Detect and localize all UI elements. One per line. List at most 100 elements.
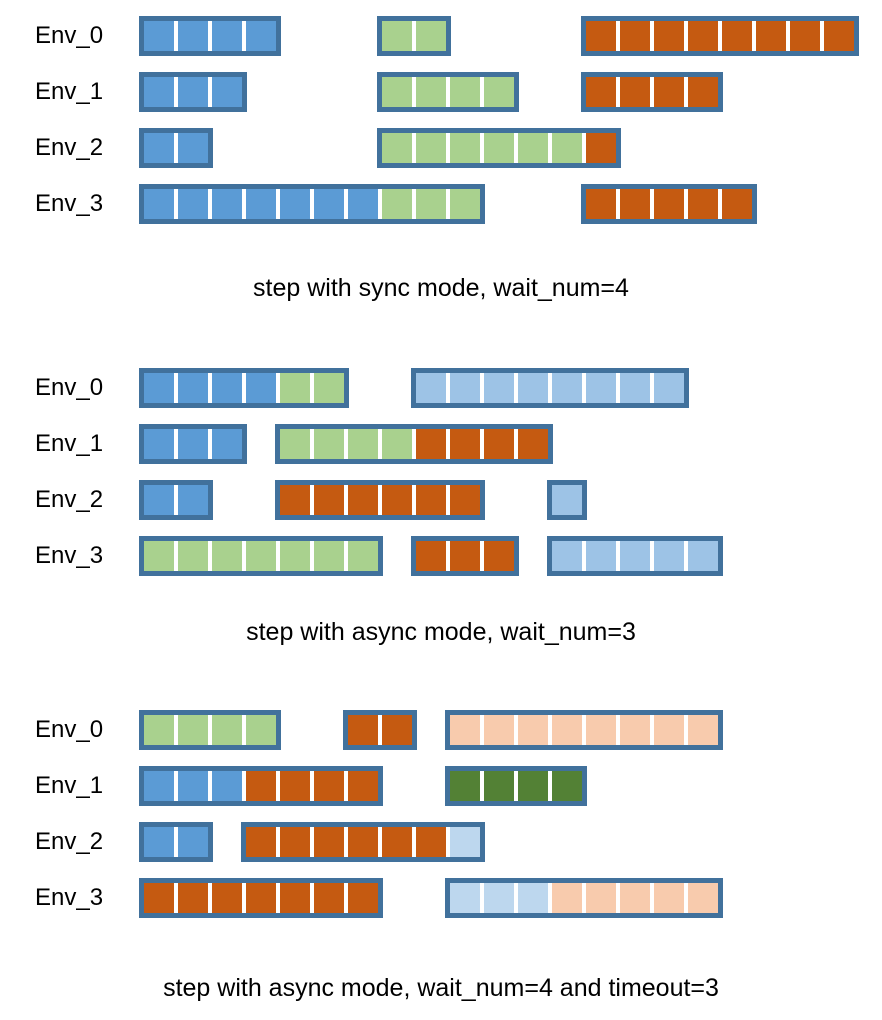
step-bar [139, 878, 383, 918]
step-cell-green [416, 21, 446, 51]
env-label: Env_2 [35, 486, 104, 513]
step-bar [275, 424, 553, 464]
step-bar [377, 16, 451, 56]
step-cell-green [144, 715, 174, 745]
step-cell-blue [212, 373, 242, 403]
step-cell-orange [620, 21, 650, 51]
step-cell-blue [178, 77, 208, 107]
step-cell-blue [212, 429, 242, 459]
step-bar [445, 878, 723, 918]
step-cell-orange [484, 541, 514, 571]
step-cell-blue [280, 189, 310, 219]
step-cell-blue [178, 827, 208, 857]
env-row: Env_1 [0, 424, 882, 464]
step-cell-blue [314, 189, 344, 219]
step-cell-green [450, 133, 480, 163]
step-cell-orange [450, 429, 480, 459]
step-cell-peach [586, 883, 616, 913]
step-cell-orange [314, 485, 344, 515]
step-cell-lightblue [654, 541, 684, 571]
step-cell-orange [654, 189, 684, 219]
step-cell-orange [348, 485, 378, 515]
env-row: Env_1 [0, 72, 882, 112]
step-cell-orange [688, 21, 718, 51]
env-label: Env_2 [35, 134, 104, 161]
step-bar [139, 424, 247, 464]
step-cell-blue [144, 485, 174, 515]
panel-caption: step with async mode, wait_num=3 [246, 618, 636, 646]
env-row: Env_2 [0, 822, 882, 862]
step-cell-lightblue [620, 541, 650, 571]
step-cell-orange [790, 21, 820, 51]
step-bar [241, 822, 485, 862]
step-cell-orange [450, 485, 480, 515]
step-bar [377, 128, 621, 168]
step-cell-lightblue [586, 541, 616, 571]
step-cell-orange [246, 827, 276, 857]
env-label: Env_1 [35, 772, 104, 799]
step-cell-green [212, 715, 242, 745]
step-cell-green [416, 77, 446, 107]
step-cell-orange [416, 485, 446, 515]
step-cell-peach [450, 715, 480, 745]
env-row: Env_0 [0, 16, 882, 56]
env-row: Env_0 [0, 368, 882, 408]
step-cell-green [382, 77, 412, 107]
step-cell-green [450, 189, 480, 219]
env-row: Env_1 [0, 766, 882, 806]
step-cell-green [382, 189, 412, 219]
step-cell-orange [348, 827, 378, 857]
step-cell-darkgreen [552, 771, 582, 801]
step-cell-green [348, 429, 378, 459]
step-bar [343, 710, 417, 750]
step-cell-orange [586, 133, 616, 163]
env-label: Env_3 [35, 884, 104, 911]
step-cell-orange [416, 827, 446, 857]
step-cell-orange [586, 189, 616, 219]
step-cell-blue [246, 189, 276, 219]
step-cell-blue [178, 485, 208, 515]
env-label: Env_1 [35, 78, 104, 105]
step-cell-peach [654, 715, 684, 745]
step-bar [139, 480, 213, 520]
step-cell-blue [212, 77, 242, 107]
step-cell-green [382, 133, 412, 163]
step-bar [581, 72, 723, 112]
step-bar [411, 536, 519, 576]
step-bar [547, 480, 587, 520]
step-cell-orange [144, 883, 174, 913]
step-cell-green [314, 541, 344, 571]
step-cell-palelightblue [450, 827, 480, 857]
step-cell-peach [484, 715, 514, 745]
step-cell-blue [144, 133, 174, 163]
step-cell-blue [144, 189, 174, 219]
env-row: Env_0 [0, 710, 882, 750]
step-bar [139, 16, 281, 56]
step-cell-peach [552, 715, 582, 745]
step-cell-green [280, 541, 310, 571]
step-cell-blue [144, 429, 174, 459]
step-cell-orange [416, 541, 446, 571]
step-cell-peach [654, 883, 684, 913]
env-row: Env_2 [0, 128, 882, 168]
step-cell-lightblue [688, 541, 718, 571]
step-cell-darkgreen [518, 771, 548, 801]
step-cell-lightblue [484, 373, 514, 403]
step-cell-green [246, 541, 276, 571]
env-label: Env_3 [35, 542, 104, 569]
step-cell-palelightblue [450, 883, 480, 913]
env-row: Env_2 [0, 480, 882, 520]
env-row: Env_3 [0, 184, 882, 224]
env-row: Env_3 [0, 878, 882, 918]
step-cell-green [484, 77, 514, 107]
step-cell-orange [280, 485, 310, 515]
step-cell-lightblue [654, 373, 684, 403]
step-cell-orange [654, 77, 684, 107]
step-cell-orange [246, 771, 276, 801]
step-cell-blue [212, 21, 242, 51]
step-cell-orange [348, 883, 378, 913]
